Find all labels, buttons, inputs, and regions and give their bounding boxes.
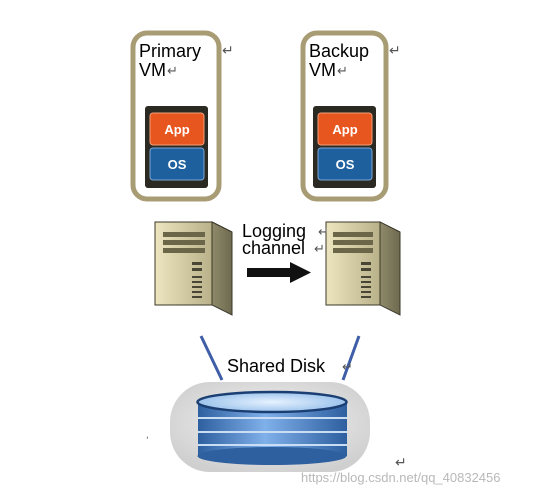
shared-disk-icon: [170, 382, 370, 472]
backup-vm-label-line1: Backup: [309, 41, 369, 61]
primary-os-label: OS: [168, 157, 187, 172]
backup-os-chip: [317, 147, 373, 181]
backup-app-chip: [317, 112, 373, 146]
shared-disk-label: Shared Disk: [227, 356, 326, 376]
primary-app-chip: [149, 112, 205, 146]
backup-os-label: OS: [336, 157, 355, 172]
primary-vm-label-line2: VM: [139, 60, 166, 80]
paragraph-mark: ↵: [167, 64, 178, 79]
paragraph-mark: ↵: [222, 43, 234, 59]
primary-os-chip: [149, 147, 205, 181]
backup-vm-label-line2: VM: [309, 60, 336, 80]
primary-vm: Primary VM ↵ ↵ App OS: [130, 30, 234, 202]
logging-channel: Logging channel ↵ ↵: [242, 221, 329, 283]
primary-disk-connector: [199, 335, 224, 381]
paragraph-mark: ↵: [314, 242, 325, 257]
logging-channel-label-line2: channel: [242, 238, 305, 258]
paragraph-mark: ↵: [395, 455, 407, 471]
paragraph-mark: ↵: [342, 360, 353, 375]
logging-channel-label-line1: Logging: [242, 221, 306, 241]
stray-mark: ‘: [146, 436, 149, 446]
backup-app-label: App: [332, 122, 357, 137]
backup-disk-connector: [341, 335, 361, 381]
paragraph-mark: ↵: [318, 225, 329, 240]
logging-arrow: [247, 262, 311, 283]
primary-vm-label-line1: Primary: [139, 41, 201, 61]
watermark: https://blog.csdn.net/qq_40832456: [301, 470, 501, 485]
backup-server-icon: [325, 221, 401, 316]
paragraph-mark: ↵: [337, 64, 348, 79]
backup-vm: Backup VM ↵ ↵ App OS: [300, 30, 401, 202]
primary-app-label: App: [164, 122, 189, 137]
primary-server-icon: [154, 221, 233, 316]
paragraph-mark: ↵: [389, 43, 401, 59]
